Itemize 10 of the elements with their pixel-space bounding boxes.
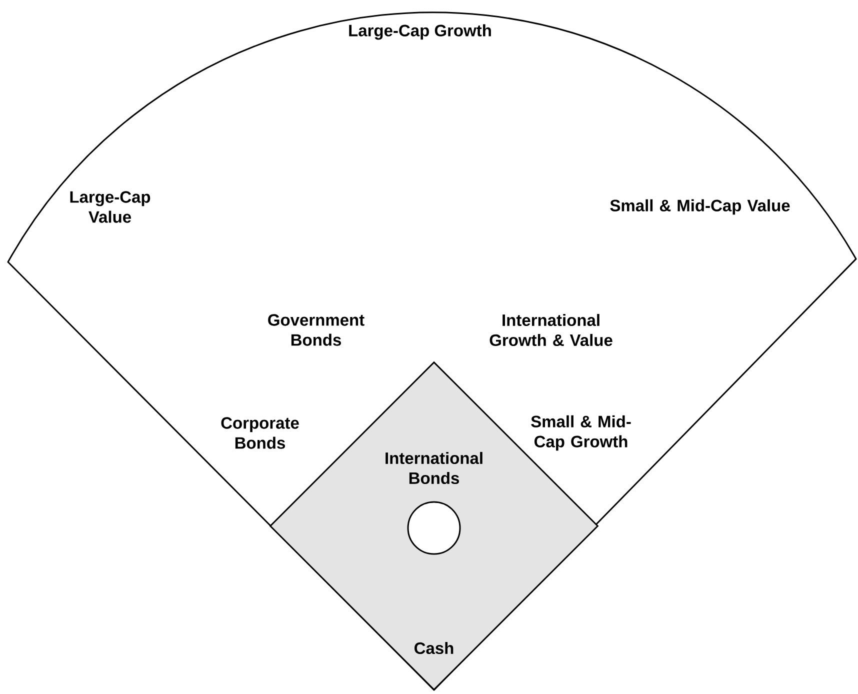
field-label: International Bonds — [386, 452, 482, 484]
field-label: Small & Mid-Cap Value — [610, 199, 790, 215]
field-label: Government Bonds — [268, 314, 364, 346]
field-label: Cash — [414, 642, 454, 654]
field-label: Large-Cap Value — [70, 191, 150, 223]
field-label: International Growth & Value — [490, 314, 612, 346]
mound-circle — [407, 501, 461, 555]
field-label: Corporate Bonds — [221, 417, 299, 449]
field-label: Small & Mid-Cap Growth — [531, 415, 631, 451]
field-label: Large-Cap Growth — [349, 24, 491, 40]
